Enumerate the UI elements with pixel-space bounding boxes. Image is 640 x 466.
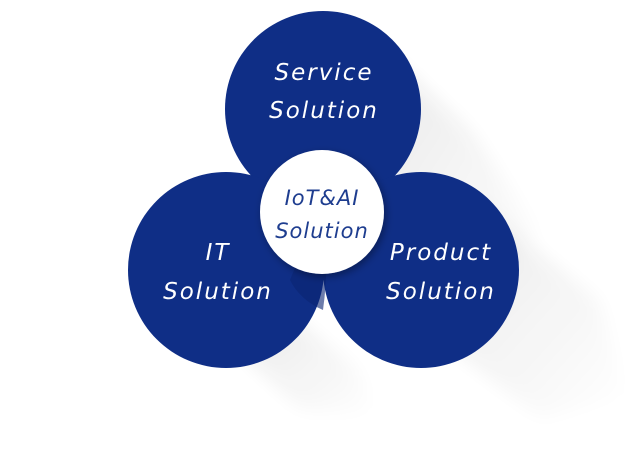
iot-ai-solution-circle bbox=[260, 150, 384, 274]
service-label-line2: Solution bbox=[269, 98, 379, 124]
it-label-line1: IT bbox=[206, 240, 231, 266]
iot-ai-label-line2: Solution bbox=[275, 219, 369, 243]
service-solution-circle bbox=[225, 11, 421, 207]
service-label-line1: Service bbox=[274, 60, 373, 86]
iot-ai-label-line1: IoT&AI bbox=[285, 186, 360, 210]
it-label-line2: Solution bbox=[163, 279, 273, 305]
product-label-line1: Product bbox=[390, 240, 492, 266]
product-label-line2: Solution bbox=[386, 279, 496, 305]
